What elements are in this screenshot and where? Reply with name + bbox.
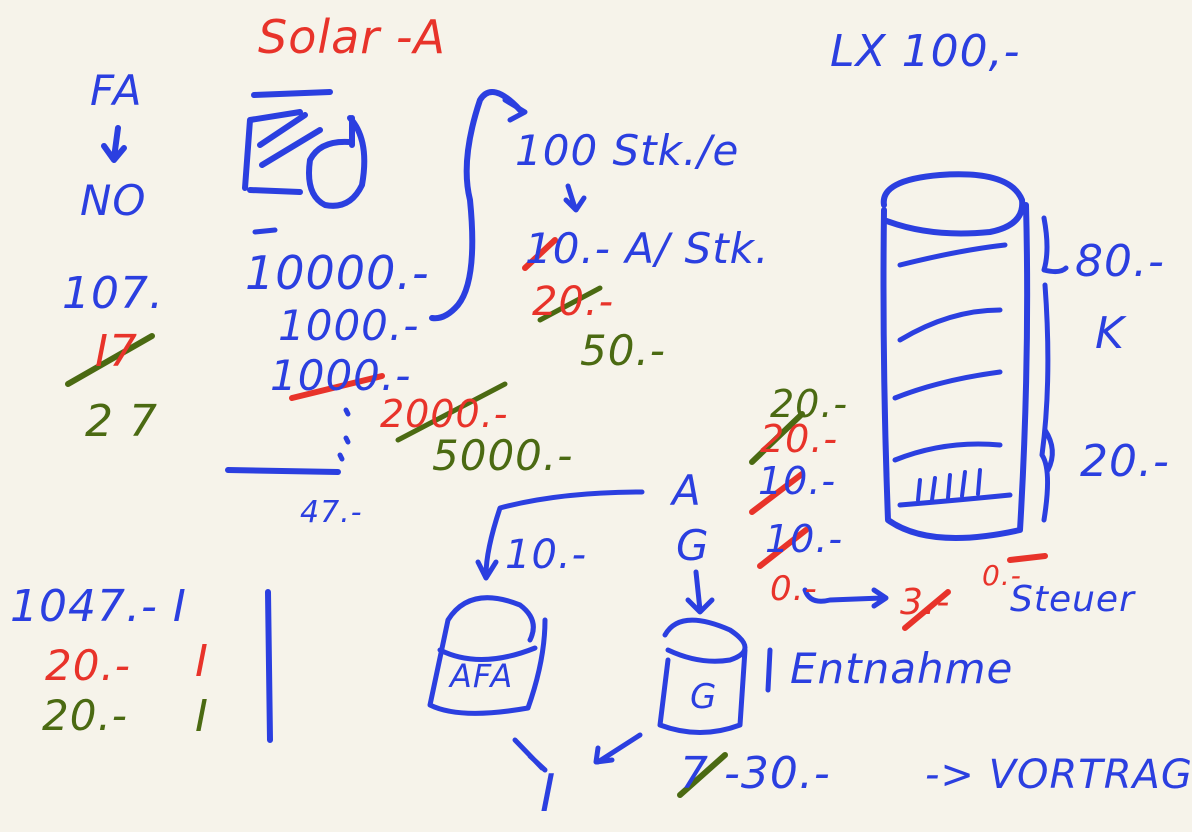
value-1000-a: 1000.- bbox=[278, 301, 420, 350]
afa-bucket-icon bbox=[427, 595, 548, 716]
g-bucket-label: G bbox=[690, 677, 718, 717]
afa-label: AFA bbox=[450, 657, 514, 695]
storage-cylinder-icon bbox=[880, 171, 1031, 541]
value-3: 3.- bbox=[900, 582, 951, 623]
value-10-b: 10.- bbox=[765, 517, 844, 561]
value-2-7: 2 7 bbox=[85, 396, 158, 447]
steuer-label: Steuer bbox=[1010, 579, 1135, 620]
no-label: NO bbox=[80, 176, 147, 225]
value-i7: I7 bbox=[95, 326, 138, 377]
value-20-green-2: 20.- bbox=[42, 691, 128, 740]
value-80: 80.- bbox=[1075, 236, 1165, 287]
value-1000-b: 1000.- bbox=[270, 351, 412, 400]
value-10-a: 10.- bbox=[758, 459, 837, 503]
arrow-down-icon bbox=[101, 125, 127, 163]
title-solar-a: Solar -A bbox=[258, 10, 446, 64]
solar-panel-icon bbox=[242, 89, 368, 209]
lx-100-label: LX 100,- bbox=[830, 26, 1021, 77]
value-20-red-3: 20.- bbox=[45, 641, 131, 690]
a-per-stk: 10.- A/ Stk. bbox=[525, 224, 770, 273]
value-0: 0.- bbox=[770, 569, 818, 609]
value-20-green: 20.- bbox=[770, 382, 849, 426]
value-1047-i: 1047.- I bbox=[10, 581, 187, 632]
vortrag-label: -> VORTRAG bbox=[925, 752, 1192, 798]
fa-label: FA bbox=[90, 66, 143, 115]
entnahme-label: Entnahme bbox=[790, 644, 1014, 693]
value-20-right: 20.- bbox=[1080, 436, 1170, 487]
a-label: A bbox=[672, 466, 702, 515]
k-label: K bbox=[1095, 308, 1125, 359]
value-50: 50.- bbox=[580, 326, 666, 375]
i-green: I bbox=[195, 691, 209, 742]
g-bucket-icon bbox=[657, 617, 748, 735]
value-2000: 2000.- bbox=[380, 392, 509, 436]
integral-bracket bbox=[429, 89, 523, 322]
value-10000: 10000.- bbox=[245, 246, 430, 300]
value-5000: 5000.- bbox=[432, 431, 574, 480]
g-label: G bbox=[676, 521, 710, 570]
value-20-red: 20.- bbox=[532, 279, 615, 325]
i-bottom-label: I bbox=[540, 764, 557, 824]
value-10-c: 10.- bbox=[505, 532, 588, 578]
stk-label: 100 Stk./e bbox=[515, 126, 740, 175]
value-107: 107. bbox=[62, 268, 164, 319]
i-red: I bbox=[195, 636, 209, 687]
value-47: 47.- bbox=[300, 495, 363, 530]
value-0-b: 0.- bbox=[982, 559, 1022, 592]
value-minus-30: 7 -30.- bbox=[680, 748, 831, 799]
value-20-red-2: 20.- bbox=[760, 417, 839, 461]
